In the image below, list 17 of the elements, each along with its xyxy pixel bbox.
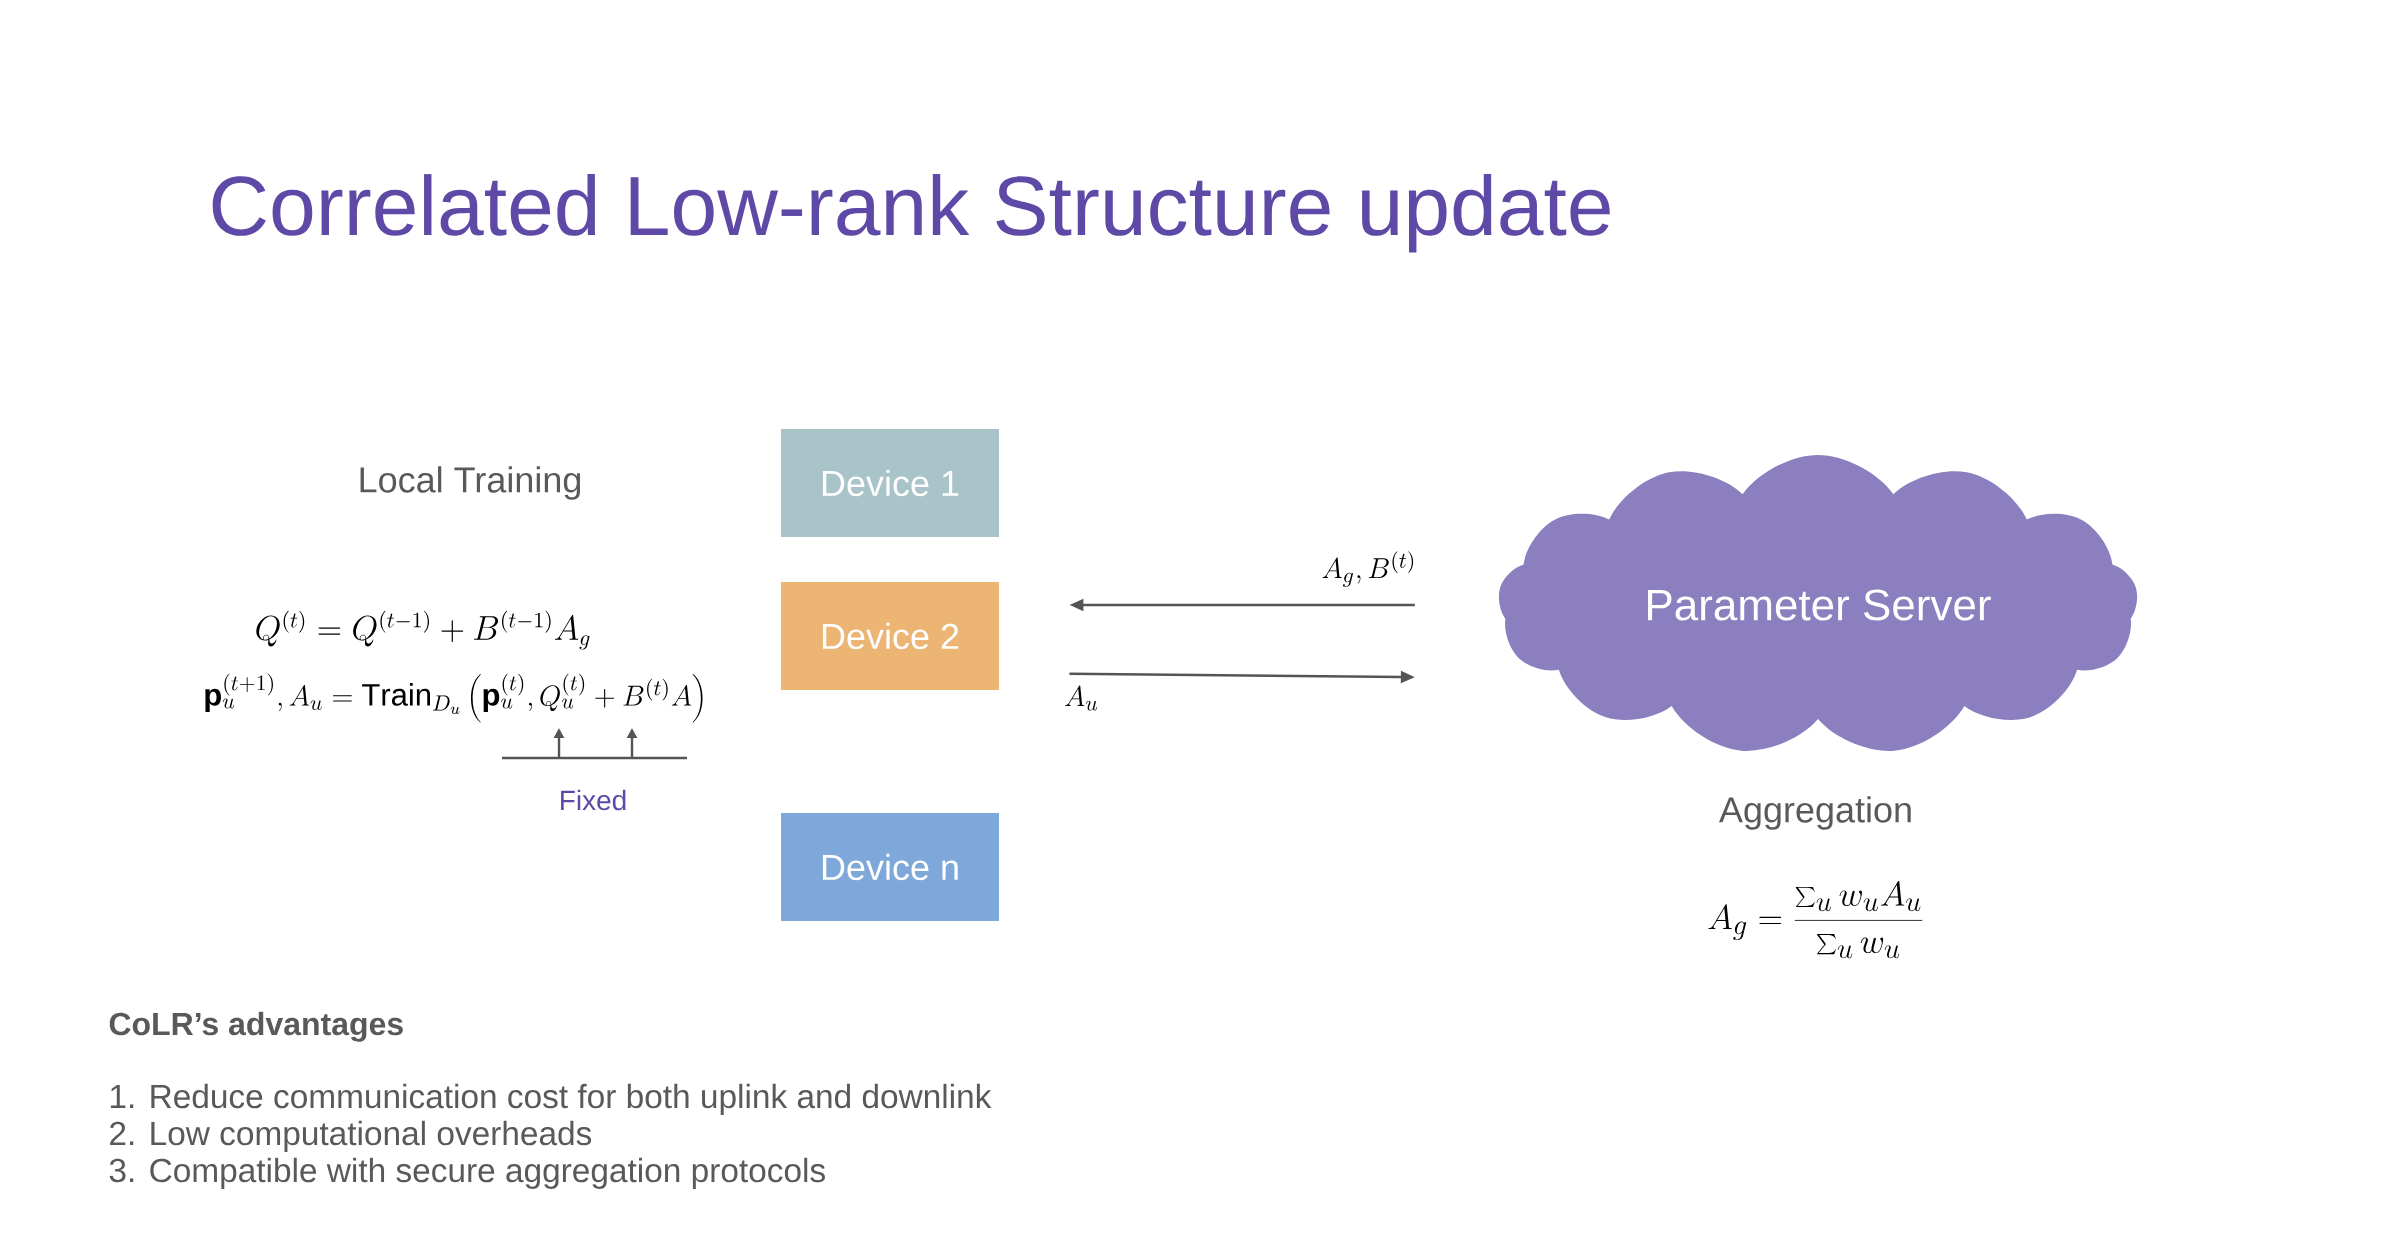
edge-label: $A_g, B^{(t)}$ — [1319, 549, 1419, 589]
slide-title: Correlated Low-rank Structure update — [212, 174, 1610, 253]
section-heading: Local Training — [360, 466, 581, 500]
list-item: 2. Low computational overheads — [110, 1120, 592, 1152]
bracket-label: Fixed — [561, 789, 626, 811]
list-item: 1. Reduce communication cost for both uplink and downlink — [110, 1083, 992, 1115]
device-box: Device 2 — [781, 582, 999, 690]
device-box: Device 1 — [781, 429, 999, 537]
edge-label: $A_u$ — [1062, 684, 1101, 713]
section-heading: Aggregation — [1719, 796, 1911, 830]
server-cloud: Parameter Server — [1498, 455, 2138, 751]
device-box: Device n — [781, 813, 999, 921]
list-heading: CoLR’s advantages — [109, 1011, 403, 1042]
formula: $\mathbf{p}_u^{(t+1)}, A_u = \mathrm{Train}_{D_u} \left( \mathbf{p}_u^{(t)}, Q_u^{(t)} + B^{(t)} A \right)$ — [205, 673, 703, 723]
formula: $A_g = \frac{\sum_u w_u A_u}{\sum_u w_u}$ — [1708, 881, 1923, 959]
formula: $Q^{(t)} = Q^{(t-1)} + B^{(t-1)} A_g$ — [256, 610, 590, 650]
list-item: 3. Compatible with secure aggregation protocols — [109, 1157, 825, 1189]
